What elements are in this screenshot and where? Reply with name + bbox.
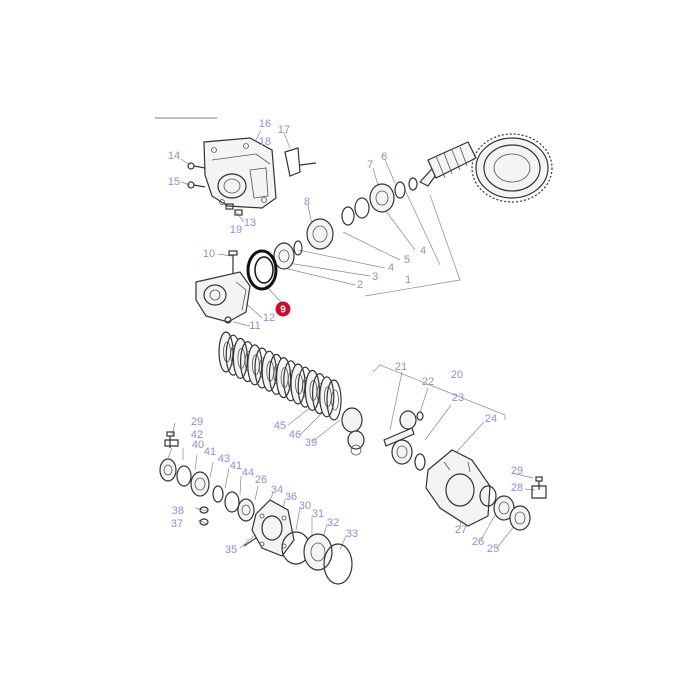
callout-c1[interactable]: 1 — [405, 274, 411, 286]
callout-c4a[interactable]: 4 — [388, 262, 394, 274]
callout-c8[interactable]: 8 — [304, 196, 310, 208]
callout-c24[interactable]: 24 — [485, 413, 497, 425]
callout-c26a[interactable]: 26 — [255, 474, 267, 486]
highlight-callout-9[interactable]: 9 — [275, 301, 291, 317]
callout-c29a[interactable]: 29 — [191, 416, 203, 428]
callout-c36[interactable]: 36 — [285, 491, 297, 503]
callout-c7[interactable]: 7 — [367, 159, 373, 171]
callout-c11[interactable]: 11 — [249, 320, 260, 332]
highlight-badge — [275, 301, 291, 317]
callout-c37[interactable]: 37 — [171, 518, 183, 530]
differential-housing-27 — [425, 449, 497, 527]
callout-c22[interactable]: 22 — [422, 376, 434, 388]
callout-c30[interactable]: 30 — [299, 500, 311, 512]
dowels-13 — [225, 203, 243, 216]
bracket — [284, 147, 301, 177]
callout-c6[interactable]: 6 — [381, 151, 387, 163]
differential-pinions — [341, 407, 426, 471]
pinion-shaft-assembly — [273, 133, 553, 270]
bolts-14-15 — [187, 162, 206, 189]
washers-37-38 — [199, 506, 209, 526]
callout-c23[interactable]: 23 — [452, 392, 464, 404]
left-bolt-29-42 — [164, 431, 179, 448]
callout-c33[interactable]: 33 — [346, 528, 358, 540]
rear-axle-housing — [203, 137, 277, 209]
callout-c21[interactable]: 21 — [395, 361, 407, 373]
nut-11 — [224, 316, 232, 324]
callout-c32[interactable]: 32 — [327, 517, 339, 529]
left-bearing-stack — [159, 458, 255, 522]
callout-c17[interactable]: 17 — [278, 124, 290, 136]
callout-c10[interactable]: 10 — [203, 248, 215, 260]
callout-c26b[interactable]: 26 — [472, 536, 484, 548]
callout-c14[interactable]: 14 — [168, 150, 180, 162]
highlight-badge-label: 9 — [280, 305, 286, 316]
bolt — [299, 162, 317, 166]
brake-disc-bore — [331, 389, 339, 411]
callout-c3[interactable]: 3 — [372, 271, 378, 283]
callout-c34[interactable]: 34 — [271, 484, 283, 496]
callout-c25[interactable]: 25 — [487, 543, 499, 555]
callout-c13[interactable]: 13 — [244, 217, 256, 229]
bolt-29-28 — [531, 476, 547, 499]
callout-c44[interactable]: 44 — [242, 467, 254, 479]
callout-c29b[interactable]: 29 — [511, 465, 523, 477]
callout-c45[interactable]: 45 — [274, 420, 286, 432]
callout-c35[interactable]: 35 — [225, 544, 237, 556]
callout-c46[interactable]: 46 — [289, 429, 301, 441]
seal-9[interactable] — [246, 249, 278, 291]
callout-c39[interactable]: 39 — [305, 437, 317, 449]
callout-c16[interactable]: 16 — [259, 118, 271, 130]
brake-disc — [326, 379, 342, 421]
rings-30-33 — [281, 531, 353, 585]
callout-c5[interactable]: 5 — [404, 254, 410, 266]
callout-c41a[interactable]: 41 — [204, 446, 216, 458]
callout-c38[interactable]: 38 — [172, 505, 184, 517]
bearing-cage-12 — [195, 271, 251, 323]
callout-c19[interactable]: 19 — [230, 224, 242, 236]
callout-c31[interactable]: 31 — [312, 508, 324, 520]
callout-c18[interactable]: 18 — [259, 136, 271, 148]
callout-c27[interactable]: 27 — [455, 524, 467, 536]
bearings-25-26 — [493, 495, 531, 531]
callout-c42[interactable]: 42 — [191, 429, 203, 441]
callout-c40[interactable]: 40 — [192, 439, 204, 451]
callout-c20[interactable]: 20 — [451, 369, 463, 381]
brake-disc-pack — [218, 331, 342, 421]
callout-c41b[interactable]: 41 — [230, 460, 242, 472]
callout-c2[interactable]: 2 — [357, 279, 363, 291]
callout-c15[interactable]: 15 — [168, 176, 180, 188]
callout-c43[interactable]: 43 — [218, 453, 230, 465]
callout-c28[interactable]: 28 — [511, 482, 523, 494]
callout-c12[interactable]: 12 — [263, 312, 275, 324]
callout-c4b[interactable]: 4 — [420, 245, 426, 257]
